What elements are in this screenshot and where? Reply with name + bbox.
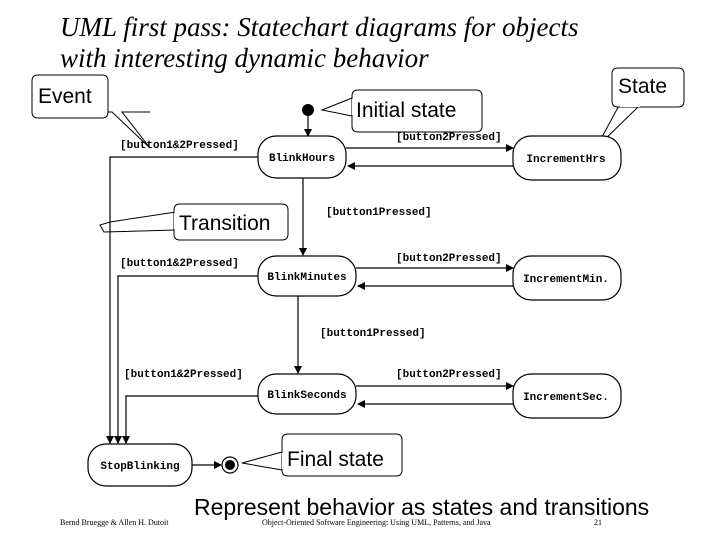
- transitions: [106, 144, 514, 469]
- state-blink-minutes: BlinkMinutes: [257, 255, 357, 297]
- event-b12-mid: [button1&2Pressed]: [120, 258, 239, 270]
- event-b1-top: [button1Pressed]: [326, 207, 432, 219]
- slide-subtitle: Represent behavior as states and transit…: [194, 494, 650, 520]
- event-labels: [button1&2Pressed] [button2Pressed] [but…: [120, 132, 502, 381]
- final-state-node: [221, 456, 239, 474]
- event-callout-label: Event: [38, 85, 92, 108]
- title-line-1: UML first pass: Statechart diagrams for …: [60, 12, 579, 42]
- state-stop-blinking: StopBlinking: [87, 443, 193, 487]
- event-b2-top: [button2Pressed]: [396, 132, 502, 144]
- transition-minutes-to-stop: [114, 275, 258, 444]
- initial-state-node: [302, 104, 314, 137]
- initial-state-callout-label: Initial state: [356, 99, 456, 122]
- state-increment-hrs-label: IncrementHrs: [526, 154, 605, 166]
- footer-book: Object-Oriented Software Engineering: Us…: [262, 518, 491, 527]
- state-increment-sec: IncrementSec.: [512, 373, 622, 419]
- final-state-callout-label: Final state: [287, 448, 384, 471]
- event-b1-mid: [button1Pressed]: [320, 328, 426, 340]
- state-stop-blinking-label: StopBlinking: [100, 461, 179, 473]
- event-b2-bottom: [button2Pressed]: [396, 369, 502, 381]
- state-blink-hours-label: BlinkHours: [269, 153, 335, 165]
- state-blink-minutes-label: BlinkMinutes: [267, 272, 346, 284]
- event-b2-mid: [button2Pressed]: [396, 253, 502, 265]
- event-b12-top: [button1&2Pressed]: [120, 140, 239, 152]
- state-callout-label: State: [618, 75, 667, 98]
- initial-state-callout: Initial state: [320, 89, 483, 133]
- transition-callout-label: Transition: [179, 212, 270, 235]
- state-increment-min-label: IncrementMin.: [523, 274, 609, 286]
- event-callout: Event: [31, 74, 151, 149]
- state-callout: State: [595, 67, 685, 149]
- transition-seconds-to-stop: [122, 395, 258, 444]
- transition-callout: Transition: [99, 203, 289, 241]
- state-increment-hrs: IncrementHrs: [512, 135, 622, 181]
- transition-hours-to-stop: [106, 156, 258, 444]
- state-blink-seconds: BlinkSeconds: [257, 373, 357, 415]
- state-increment-min: IncrementMin.: [512, 255, 622, 301]
- state-blink-seconds-label: BlinkSeconds: [267, 390, 346, 402]
- state-increment-sec-label: IncrementSec.: [523, 392, 609, 404]
- page-title: UML first pass: Statechart diagrams for …: [60, 12, 660, 74]
- final-state-callout: Final state: [241, 433, 403, 477]
- footer-authors: Bernd Bruegge & Allen H. Dutoit: [60, 518, 169, 527]
- event-b12-bottom: [button1&2Pressed]: [124, 369, 243, 381]
- state-blink-hours: BlinkHours: [257, 135, 347, 179]
- footer-page-number: 21: [594, 518, 602, 527]
- title-line-2: with interesting dynamic behavior: [60, 43, 429, 73]
